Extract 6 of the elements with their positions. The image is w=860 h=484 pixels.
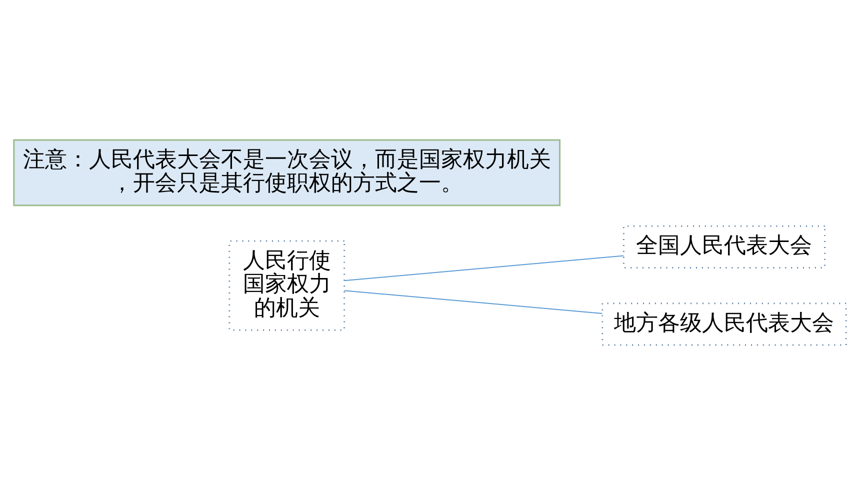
- node-box: 全国人民代表大会: [622, 224, 826, 268]
- connector: [344, 254, 624, 281]
- node-box: 注意：人民代表大会不是一次会议，而是国家权力机关，开会只是其行使职权的方式之一。: [13, 138, 561, 206]
- connector: [344, 290, 603, 314]
- node-box: 人民行使国家权力的机关: [228, 240, 346, 330]
- node-box: 地方各级人民代表大会: [602, 302, 847, 346]
